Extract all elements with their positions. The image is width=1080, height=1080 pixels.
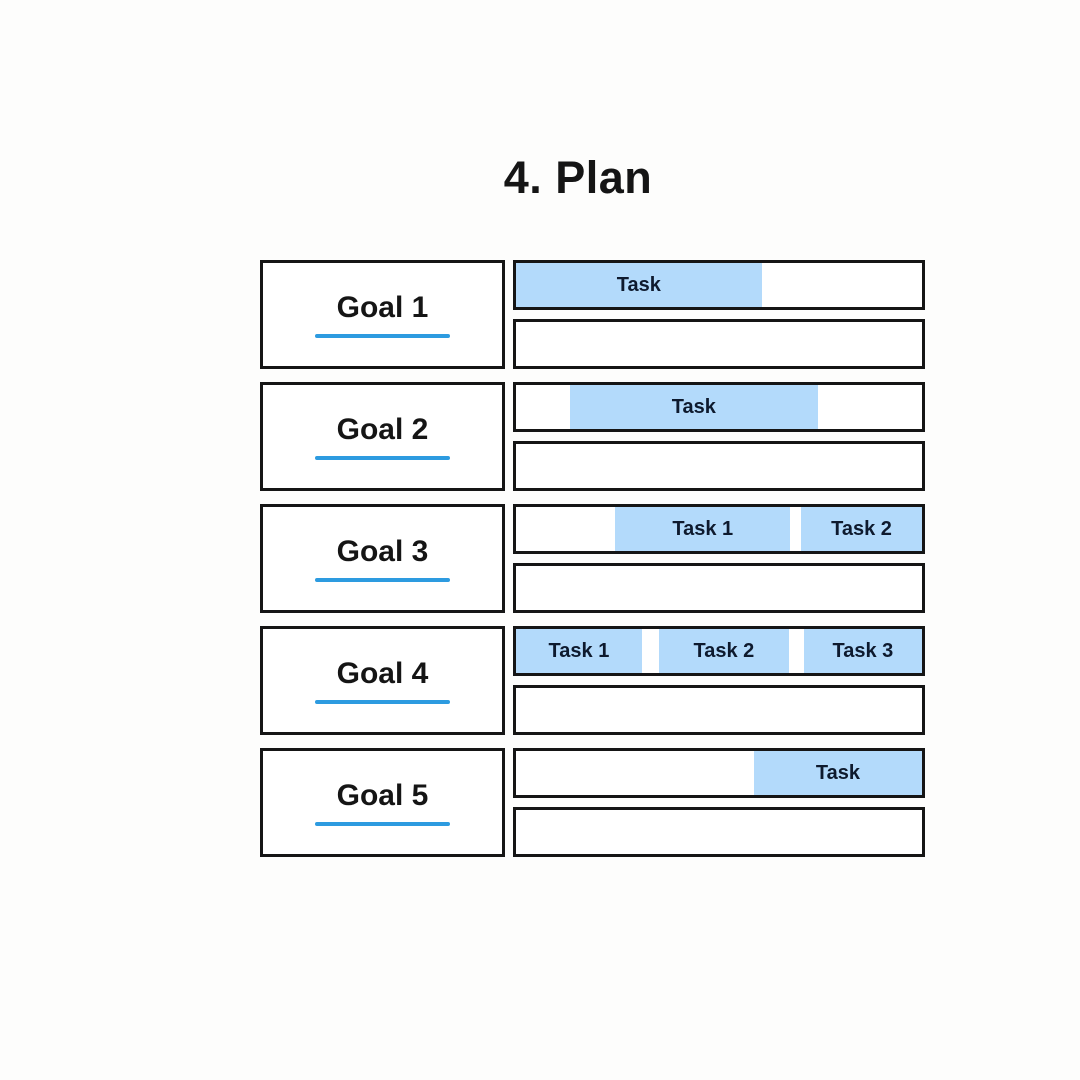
- goal-label: Goal 3: [336, 535, 429, 568]
- empty-track: [513, 807, 925, 857]
- task-bar: Task 1: [615, 507, 791, 551]
- goal-underline: [315, 822, 450, 826]
- goal-label: Goal 2: [336, 413, 429, 446]
- empty-track: [513, 685, 925, 735]
- task-track: Task: [513, 748, 925, 798]
- goal-box: Goal 3: [260, 504, 505, 613]
- goal-box: Goal 5: [260, 748, 505, 857]
- task-bars-column: Task: [513, 382, 925, 491]
- task-bars-column: Task 1 Task 2 Task 3: [513, 626, 925, 735]
- page-title: 4. Plan: [503, 152, 653, 203]
- goal-box: Goal 2: [260, 382, 505, 491]
- task-label: Task 2: [693, 639, 755, 662]
- empty-track: [513, 441, 925, 491]
- goal-box: Goal 4: [260, 626, 505, 735]
- task-label: Task 1: [548, 639, 610, 662]
- task-bar: Task 2: [658, 629, 789, 673]
- goal-row: Goal 4 Task 1 Task 2 Task 3: [260, 626, 925, 735]
- empty-track: [513, 563, 925, 613]
- goal-underline: [315, 578, 450, 582]
- goal-underline: [315, 700, 450, 704]
- goal-label: Goal 5: [336, 779, 429, 812]
- goal-row: Goal 3 Task 1 Task 2: [260, 504, 925, 613]
- empty-track: [513, 319, 925, 369]
- goal-underline: [315, 456, 450, 460]
- task-bars-column: Task: [513, 748, 925, 857]
- task-label: Task 2: [831, 517, 892, 540]
- task-track: Task: [513, 260, 925, 310]
- task-bar: Task 3: [803, 629, 922, 673]
- task-track: Task 1 Task 2 Task 3: [513, 626, 925, 676]
- task-label: Task 1: [672, 517, 734, 540]
- task-track: Task 1 Task 2: [513, 504, 925, 554]
- goal-label: Goal 1: [336, 291, 429, 324]
- task-bar: Task: [569, 385, 818, 429]
- task-bars-column: Task: [513, 260, 925, 369]
- task-label: Task: [815, 761, 860, 784]
- task-bars-column: Task 1 Task 2: [513, 504, 925, 613]
- goal-row: Goal 2 Task: [260, 382, 925, 491]
- task-bar: Task 2: [801, 507, 922, 551]
- goal-label: Goal 4: [336, 657, 429, 690]
- task-track: Task: [513, 382, 925, 432]
- goal-row: Goal 1 Task: [260, 260, 925, 369]
- goal-box: Goal 1: [260, 260, 505, 369]
- goal-underline: [315, 334, 450, 338]
- goal-row: Goal 5 Task: [260, 748, 925, 857]
- task-label: Task 3: [832, 639, 894, 662]
- task-bar: Task: [516, 263, 762, 307]
- task-label: Task: [616, 273, 661, 296]
- task-label: Task: [671, 395, 716, 418]
- task-bar: Task: [753, 751, 922, 795]
- task-bar: Task 1: [516, 629, 642, 673]
